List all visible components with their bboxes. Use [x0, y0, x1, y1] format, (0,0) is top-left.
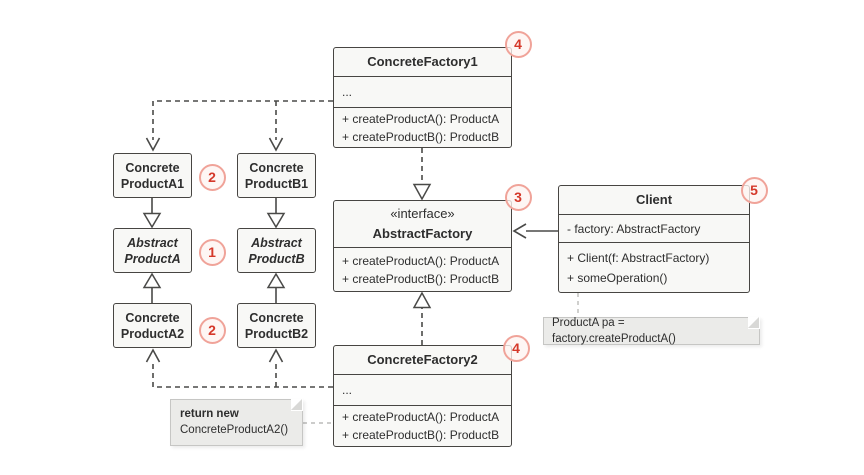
step-badge-client: 5: [740, 176, 768, 204]
product-name-line: Concrete: [125, 310, 180, 325]
open-arrowhead-icon: [145, 348, 161, 363]
product-name-line: ProductA1: [120, 176, 185, 191]
hollow-triangle-icon: [412, 183, 432, 201]
class-abstract-product-b: Abstract ProductB: [237, 228, 316, 273]
class-abstract-product-a: Abstract ProductA: [113, 228, 192, 273]
association-arrow-client-to-abstractfactory: [512, 223, 558, 239]
note-fold-corner: [291, 399, 303, 411]
product-name-line: Concrete: [249, 310, 304, 325]
open-arrowhead-icon: [512, 223, 527, 239]
open-arrowhead-icon: [145, 137, 161, 152]
class-abstract-factory: «interface» AbstractFactory + createProd…: [333, 200, 512, 292]
hollow-triangle-icon: [142, 212, 162, 229]
class-header: «interface» AbstractFactory: [334, 201, 511, 247]
class-concrete-product-b1: Concrete ProductB1: [237, 153, 316, 198]
class-concrete-factory-1: ConcreteFactory1 ... + createProductA():…: [333, 47, 512, 148]
open-arrowhead-icon: [268, 137, 284, 152]
hollow-triangle-icon: [412, 291, 432, 309]
method: + Client(f: AbstractFactory): [567, 250, 710, 265]
class-title: ConcreteFactory2: [367, 352, 478, 367]
realization-arrow-factory1-to-abstractfactory: [412, 148, 432, 201]
step-badge-products-top: 2: [198, 163, 226, 191]
class-concrete-factory-2: ConcreteFactory2 ... + createProductA():…: [333, 345, 512, 447]
product-name-line: Abstract: [127, 235, 178, 250]
class-concrete-product-b2: Concrete ProductB2: [237, 303, 316, 348]
hollow-triangle-icon: [266, 212, 286, 229]
class-methods: + createProductA(): ProductA + createPro…: [334, 247, 511, 291]
method: + createProductA(): ProductA: [342, 253, 500, 268]
method: + createProductA(): ProductA: [342, 112, 500, 126]
class-title: Client: [635, 192, 673, 207]
attribute: ...: [342, 85, 353, 99]
product-name-line: ProductB: [248, 251, 305, 266]
step-badge-abstract-products: 1: [198, 238, 226, 266]
method: + createProductB(): ProductB: [342, 271, 500, 286]
class-client: Client - factory: AbstractFactory + Clie…: [558, 185, 750, 293]
product-name-line: Concrete: [125, 160, 180, 175]
step-badge-products-bottom: 2: [198, 316, 226, 344]
class-attributes: - factory: AbstractFactory: [559, 214, 749, 242]
inheritance-arrow-productA2-to-abstractA: [142, 272, 162, 303]
class-title: ConcreteFactory1: [367, 54, 478, 69]
inheritance-arrow-productB2-to-abstractB: [266, 272, 286, 303]
hollow-triangle-icon: [266, 272, 286, 289]
method: + createProductB(): ProductB: [342, 428, 500, 442]
note-text-line: return new: [180, 408, 239, 420]
class-concrete-product-a1: Concrete ProductA1: [113, 153, 192, 198]
dependency-arrow-factory1-to-products: [145, 100, 333, 152]
class-attributes: ...: [334, 76, 511, 107]
note-fold-corner: [748, 317, 760, 329]
product-name-line: ProductA: [124, 251, 181, 266]
open-arrowhead-icon: [268, 348, 284, 363]
class-methods: + createProductA(): ProductA + createPro…: [334, 107, 511, 147]
dependency-arrow-factory2-to-products: [145, 348, 333, 388]
class-title: AbstractFactory: [372, 226, 473, 241]
attribute: - factory: AbstractFactory: [567, 221, 701, 236]
note-text-line: ProductA pa = factory.createProductA(): [552, 317, 676, 345]
product-name-line: ProductB1: [244, 176, 309, 191]
method: + someOperation(): [567, 270, 668, 285]
realization-arrow-factory2-to-abstractfactory: [412, 291, 432, 345]
product-name-line: Concrete: [249, 160, 304, 175]
step-badge-factory1: 4: [504, 30, 532, 58]
inheritance-arrow-productB1-to-abstractB: [266, 198, 286, 229]
stereotype-label: «interface»: [390, 206, 455, 221]
attribute: ...: [342, 383, 353, 397]
product-name-line: ProductB2: [244, 326, 309, 341]
note-text-line: ConcreteProductA2(): [180, 424, 289, 436]
hollow-triangle-icon: [142, 272, 162, 289]
note-client-code: ProductA pa = factory.createProductA(): [543, 317, 760, 345]
inheritance-arrow-productA1-to-abstractA: [142, 198, 162, 229]
product-name-line: Abstract: [251, 235, 302, 250]
class-methods: + createProductA(): ProductA + createPro…: [334, 405, 511, 446]
method: + createProductA(): ProductA: [342, 410, 500, 424]
step-badge-abstract-factory: 3: [504, 183, 532, 211]
product-name-line: ProductA2: [120, 326, 185, 341]
class-concrete-product-a2: Concrete ProductA2: [113, 303, 192, 348]
method: + createProductB(): ProductB: [342, 130, 500, 144]
note-factory-code: return new ConcreteProductA2(): [170, 399, 303, 446]
step-badge-factory2: 4: [502, 334, 530, 362]
class-methods: + Client(f: AbstractFactory) + someOpera…: [559, 242, 749, 292]
class-attributes: ...: [334, 374, 511, 405]
